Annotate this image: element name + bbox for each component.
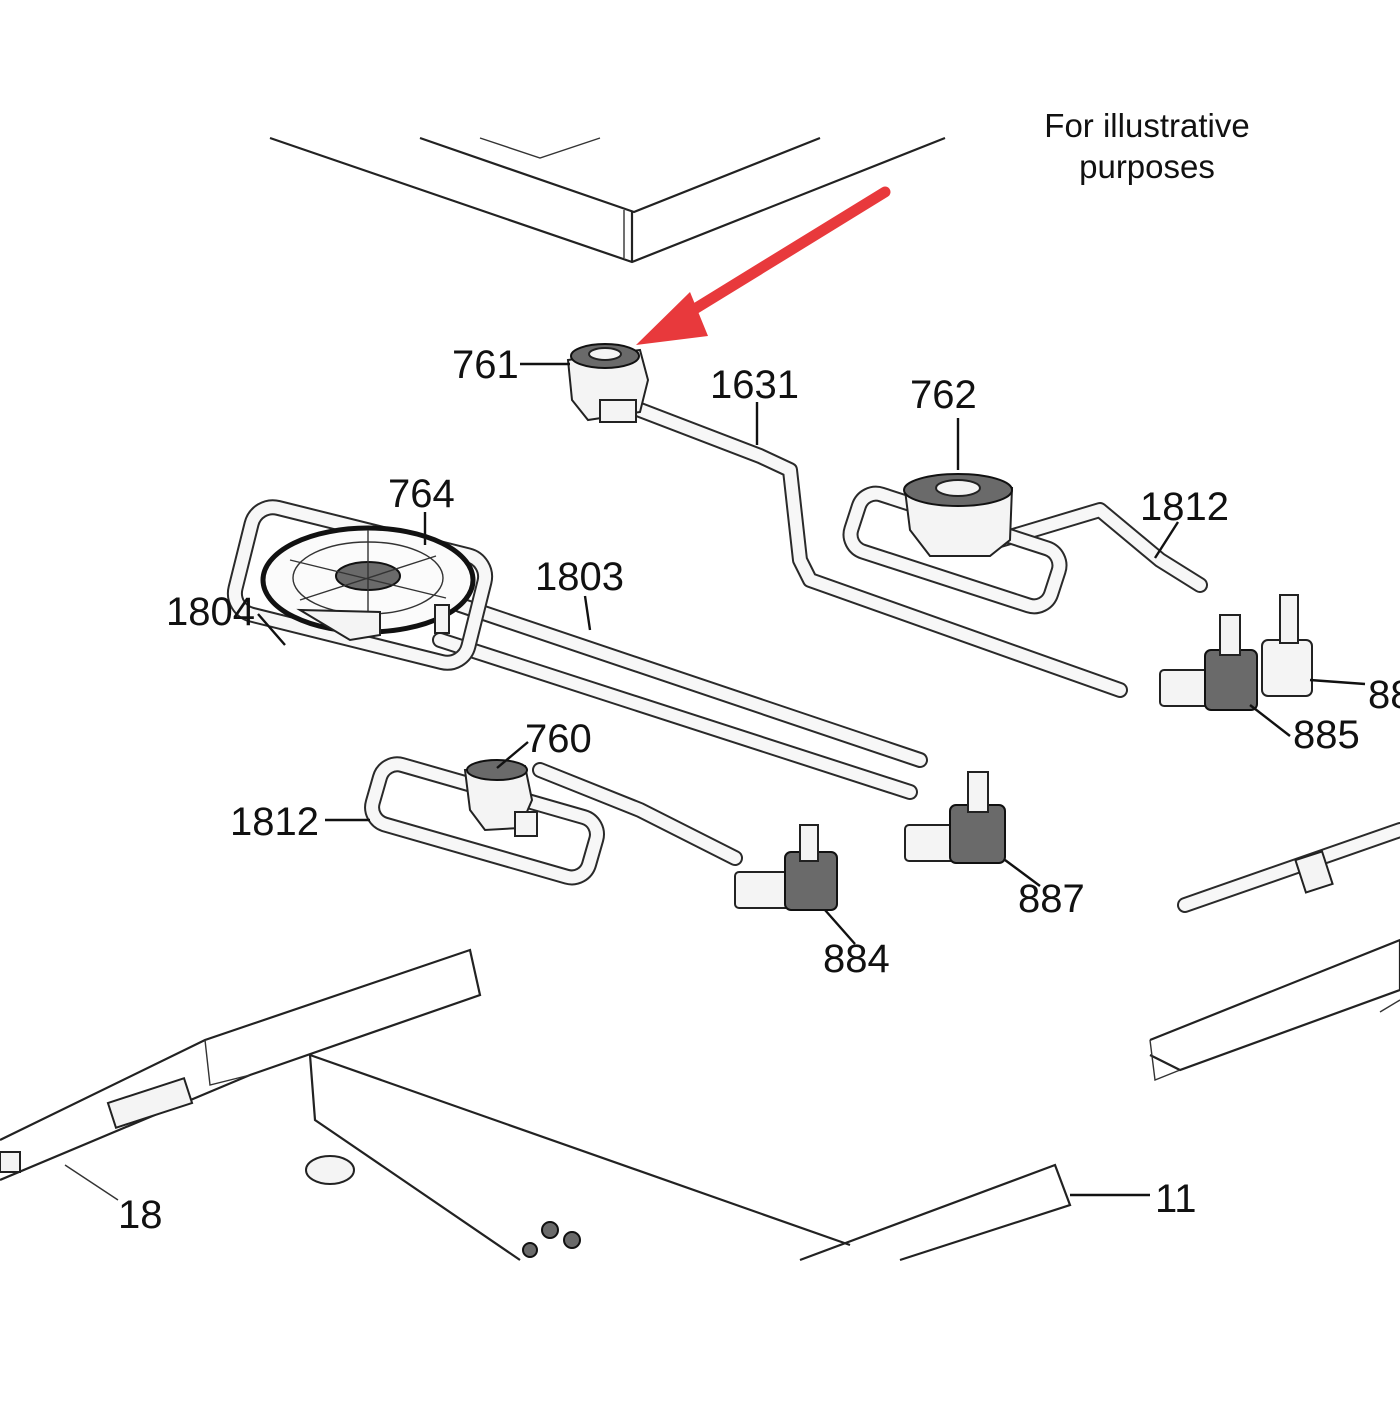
label-1803: 1803 bbox=[535, 555, 624, 599]
burner-761 bbox=[566, 343, 650, 423]
burner-762 bbox=[903, 473, 1014, 557]
label-764: 764 bbox=[388, 472, 455, 516]
label-887: 887 bbox=[1018, 877, 1085, 921]
chassis-frame bbox=[0, 850, 1400, 1262]
label-760: 760 bbox=[525, 717, 592, 761]
gas-valve-884 bbox=[734, 824, 838, 911]
label-1631: 1631 bbox=[710, 363, 799, 407]
label-885: 885 bbox=[1293, 713, 1360, 757]
gas-pipes bbox=[432, 402, 1400, 913]
note-line-2: purposes bbox=[1079, 148, 1215, 185]
label-884: 884 bbox=[823, 937, 890, 981]
label-18: 18 bbox=[118, 1193, 163, 1237]
pointer-arrow bbox=[636, 186, 891, 345]
gas-valve-885 bbox=[1159, 594, 1313, 711]
leader-lines bbox=[64, 362, 1366, 1201]
label-761: 761 bbox=[452, 343, 519, 387]
label-1804: 1804 bbox=[166, 590, 255, 634]
note-line-1: For illustrative bbox=[1044, 107, 1249, 144]
label-11: 11 bbox=[1155, 1177, 1197, 1221]
burner-760 bbox=[463, 759, 538, 837]
label-1812-top: 1812 bbox=[1140, 485, 1229, 529]
part-labels: 761 1631 762 1812 764 1803 1804 760 1812… bbox=[118, 343, 1400, 1237]
label-762: 762 bbox=[910, 373, 977, 417]
label-886: 88 bbox=[1368, 673, 1400, 717]
gas-valve-887 bbox=[904, 771, 1006, 864]
burner-764 bbox=[260, 525, 476, 642]
cooktop-panel bbox=[269, 136, 946, 264]
label-1812-left: 1812 bbox=[230, 800, 319, 844]
illustrative-note: For illustrative purposes bbox=[1044, 107, 1249, 185]
